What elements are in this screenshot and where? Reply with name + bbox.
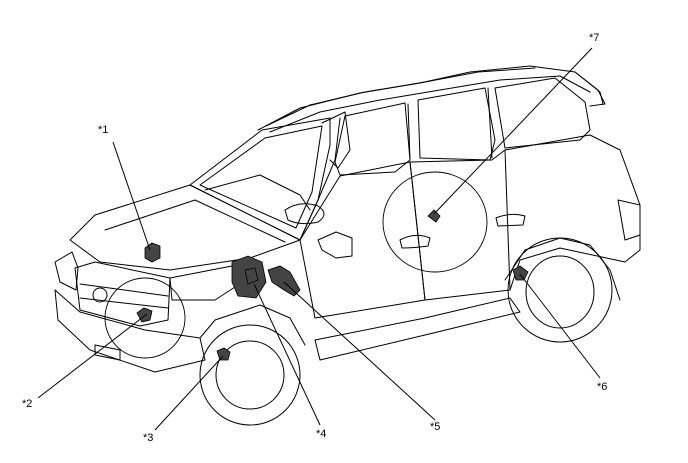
highlight-zones: [104, 171, 488, 359]
callout-label-1: *1: [98, 124, 109, 136]
roof-rail-front: [265, 67, 536, 127]
leader-line-6: [519, 273, 601, 379]
rear-door-handle: [495, 213, 526, 227]
rocker-panel: [314, 297, 521, 361]
front-door-handle: [399, 234, 431, 249]
callout-label-5: *5: [430, 421, 441, 433]
rear-wheel-hub: [525, 255, 595, 329]
grille-slat: [79, 297, 169, 309]
steering-wheel: [284, 203, 325, 225]
emblem: [92, 287, 108, 303]
tail-light: [617, 199, 641, 241]
headlight-right: [169, 265, 239, 301]
leader-line-5: [283, 281, 436, 421]
side-mirror: [317, 231, 353, 259]
callout-label-2: *2: [22, 398, 33, 410]
dashboard: [204, 174, 311, 211]
components: [136, 209, 529, 361]
rear-spoiler: [574, 71, 606, 107]
callout-label-3: *3: [143, 432, 154, 444]
rear-wheel: [507, 237, 613, 343]
leader-line-7: [433, 47, 593, 215]
windshield: [189, 117, 331, 241]
component-4-detail: [244, 267, 259, 285]
component-6: [512, 265, 529, 281]
callout-label-6: *6: [597, 381, 608, 393]
vehicle-body-outline: [54, 65, 641, 426]
rear-door: [409, 149, 511, 301]
front-sensor-zone: [104, 277, 186, 359]
component-7: [427, 209, 441, 223]
rear-quarter-panel: [504, 134, 641, 291]
hood: [69, 184, 301, 271]
headlight-left: [54, 251, 79, 291]
front-bumper: [54, 289, 206, 373]
grille-slat: [79, 283, 169, 297]
front-wheel-hub: [215, 340, 285, 410]
component-3: [216, 347, 231, 361]
roof-rail-rear: [269, 75, 591, 133]
windshield-inner: [199, 125, 323, 229]
grille: [74, 261, 171, 327]
b-pillar: [407, 103, 411, 161]
fog-lamp: [94, 344, 121, 361]
front-wheel: [199, 324, 301, 426]
leader-line-3: [154, 355, 224, 431]
callout-label-4: *4: [316, 428, 327, 440]
hood-crease: [104, 199, 286, 243]
a-pillar: [299, 117, 341, 241]
leader-line-4: [253, 283, 321, 426]
rear-quarter-window: [494, 77, 591, 149]
front-fender: [199, 304, 306, 346]
component-5: [267, 265, 301, 297]
rear-door-window: [417, 87, 496, 161]
leader-lines: [37, 47, 601, 431]
seat-front: [321, 111, 351, 169]
c-pillar: [487, 87, 493, 159]
callout-label-7: *7: [589, 32, 600, 44]
leader-line-2: [37, 313, 148, 399]
door-zone: [382, 171, 488, 273]
component-1: [144, 242, 161, 263]
leader-line-1: [112, 141, 151, 251]
